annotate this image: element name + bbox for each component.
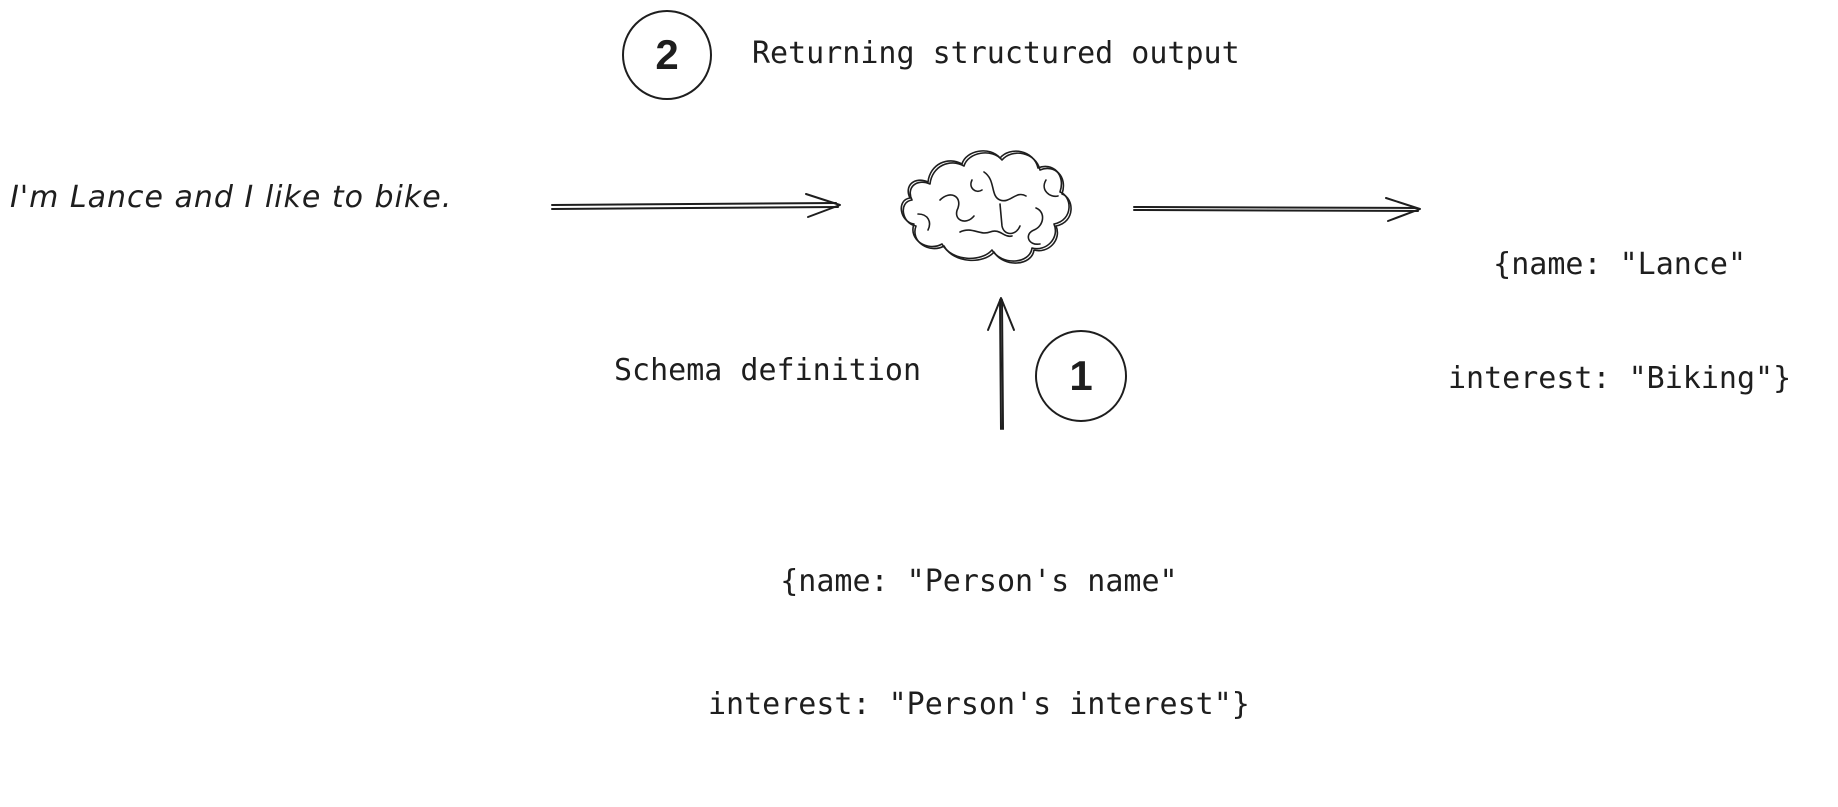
step-2-badge: 2 xyxy=(622,10,712,100)
diagram-canvas: 2 Returning structured output I'm Lance … xyxy=(10,10,1791,722)
schema-line-interest: interest: "Person's interest"} xyxy=(708,687,1250,722)
diagram-arrows-and-model xyxy=(551,150,1421,430)
step-1-number: 1 xyxy=(1069,352,1093,399)
brain-icon xyxy=(900,150,1072,264)
output-structured-data: {name: "Lance" interest: "Biking"} xyxy=(1448,170,1791,474)
step-2-title: Returning structured output xyxy=(752,36,1240,71)
output-line-interest: interest: "Biking"} xyxy=(1448,361,1792,396)
input-sentence: I'm Lance and I like to bike. xyxy=(10,180,453,215)
input-arrow xyxy=(551,193,841,218)
schema-line-name: {name: "Person's name" xyxy=(780,564,1178,599)
schema-definition-block: {name: "Person's name" interest: "Person… xyxy=(708,479,1250,807)
step-2-number: 2 xyxy=(655,31,679,78)
step-1-badge: 1 xyxy=(1035,330,1127,422)
output-line-name: {name: "Lance" xyxy=(1493,247,1747,282)
schema-arrow xyxy=(987,297,1015,430)
output-arrow xyxy=(1133,197,1421,222)
schema-label: Schema definition xyxy=(614,353,922,388)
